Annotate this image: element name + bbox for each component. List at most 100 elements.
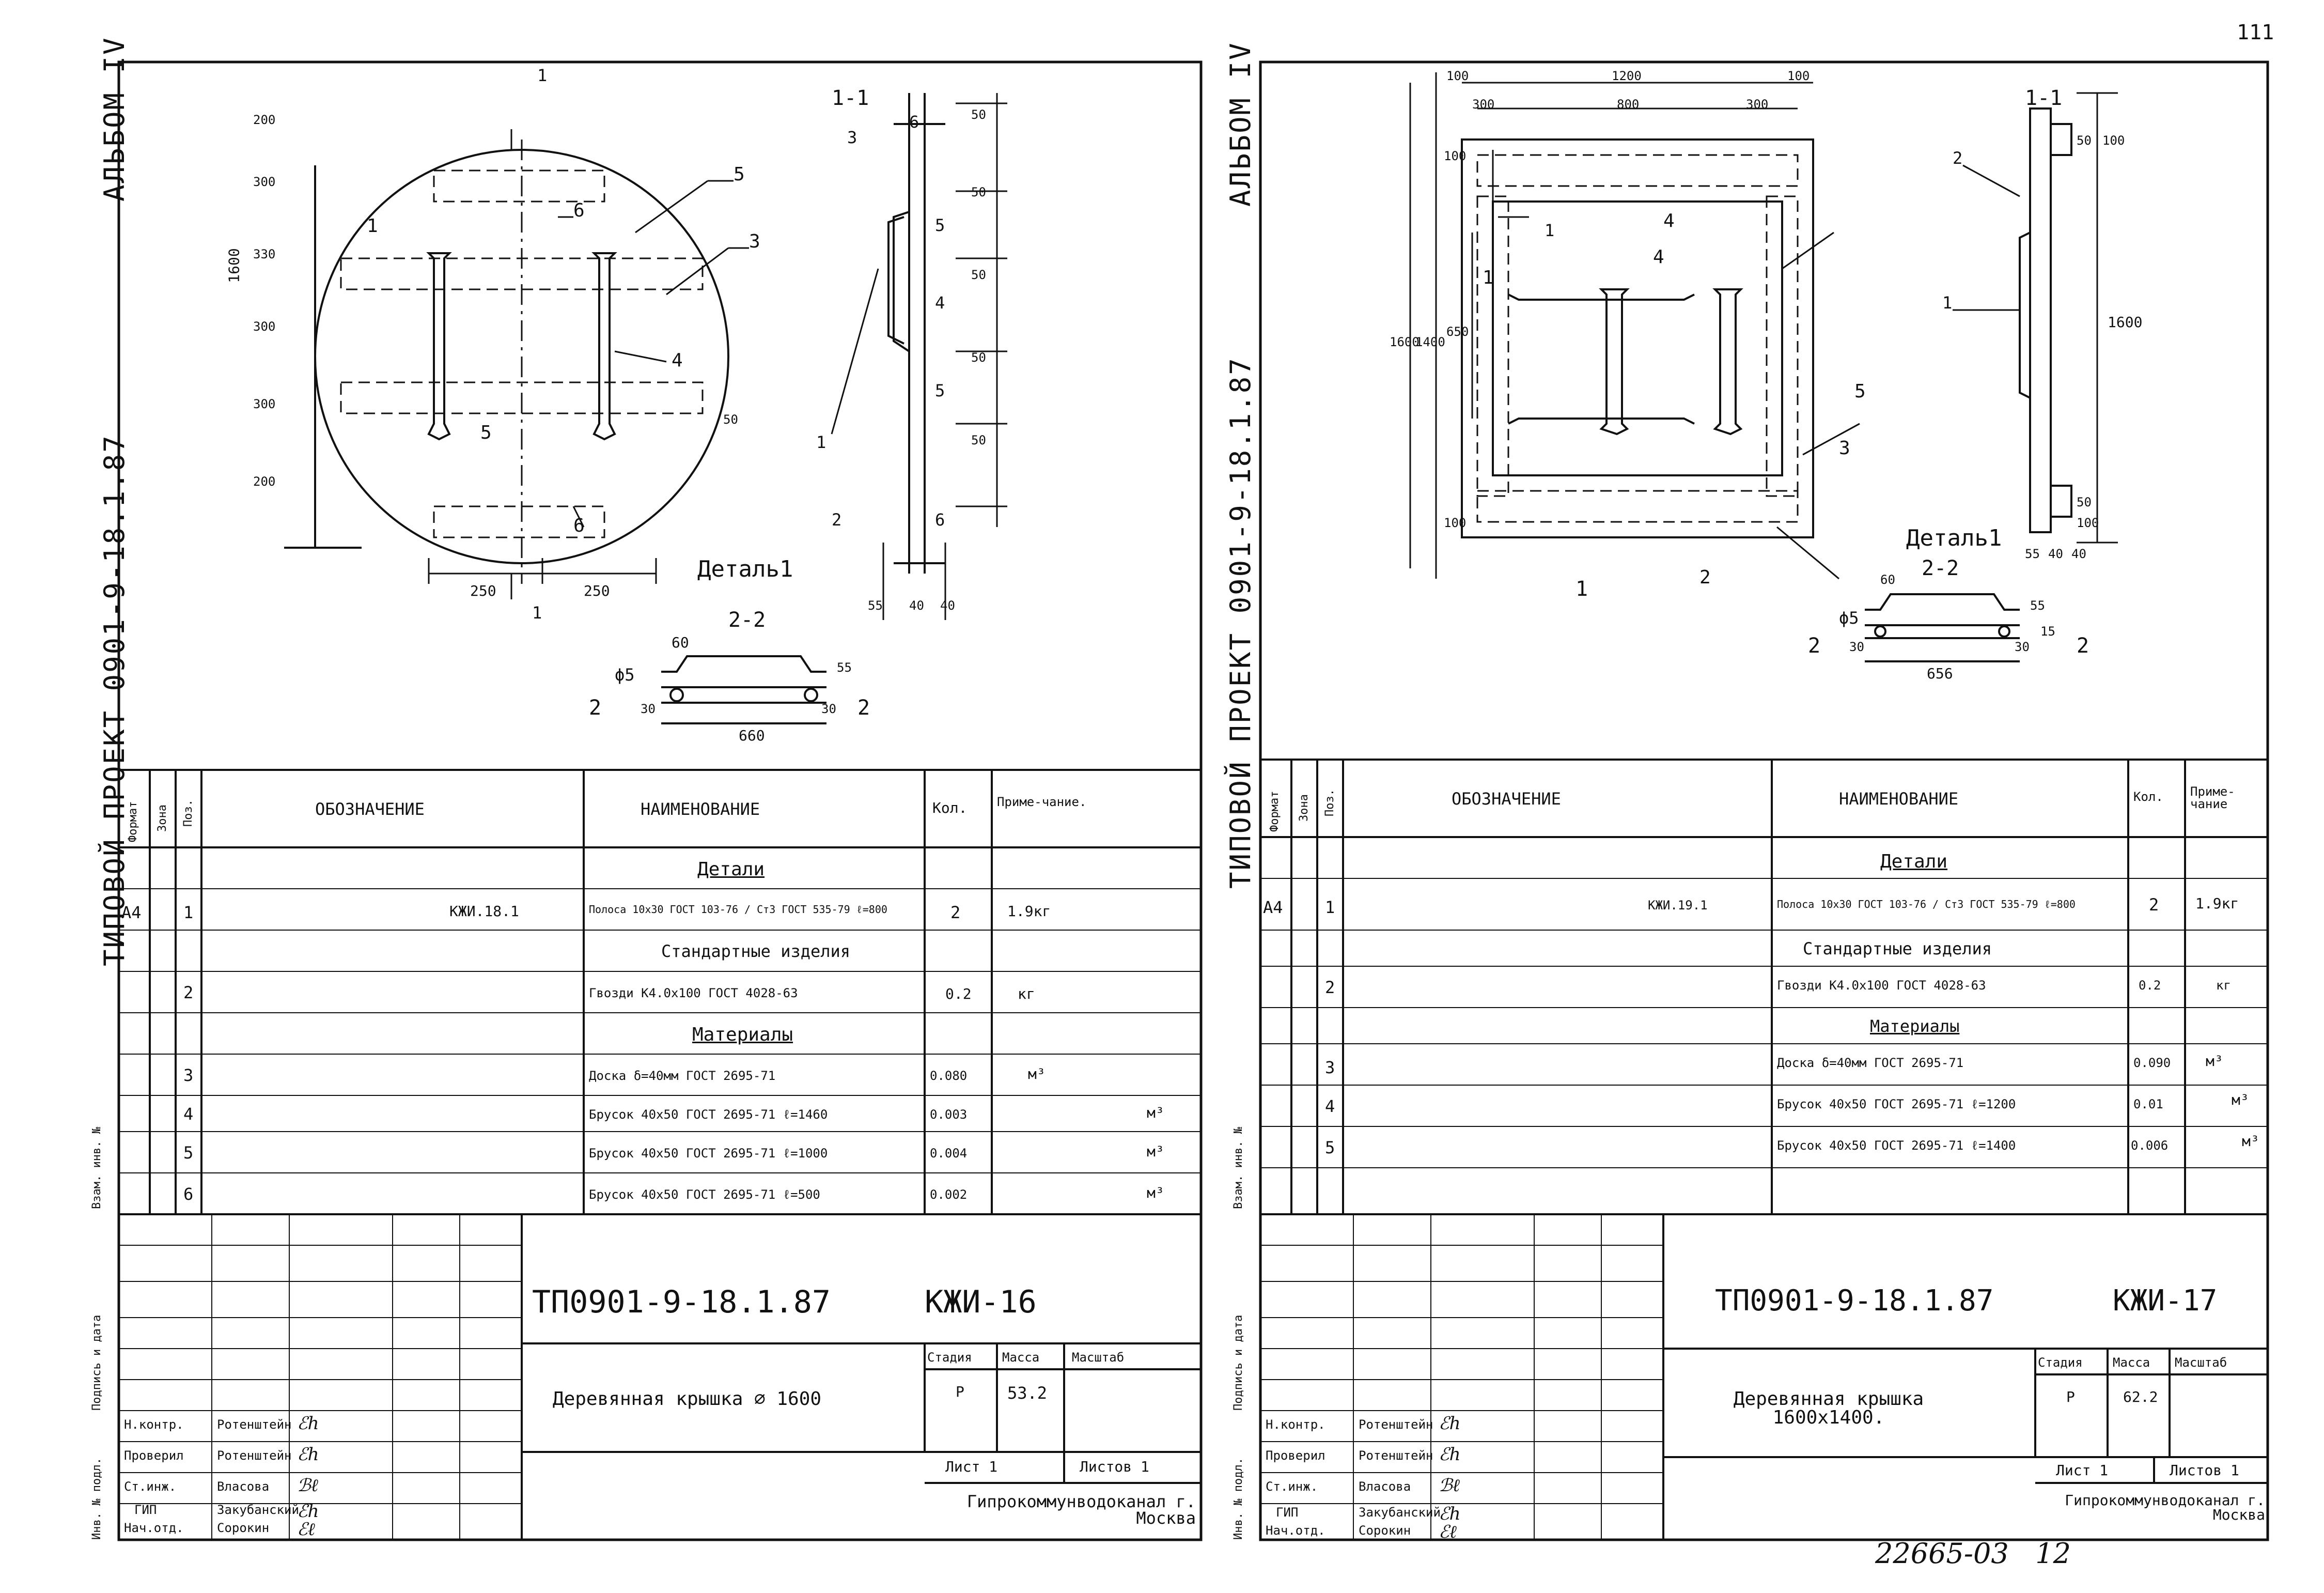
r-row5-note: м³: [2242, 1133, 2259, 1150]
hdr-pos: Поз.: [182, 799, 195, 827]
r-sec-dim-3: 50: [2077, 495, 2092, 509]
row4-note: м³: [1147, 1104, 1164, 1121]
signature-4: ℰℎ: [297, 1501, 319, 1522]
r-signature-1: ℰℎ: [1439, 1413, 1461, 1434]
stage-value: Р: [956, 1383, 964, 1400]
section-mark-top: 1: [537, 66, 548, 85]
detail-dim-55: 55: [837, 660, 852, 675]
r-section-standard: Стандартные изделия: [1803, 939, 1992, 958]
r-side-label-1: Взам. инв. №: [1232, 1127, 1245, 1209]
detail-phi: ϕ5: [615, 665, 635, 685]
r-row4-name: Брусок 40х50 ГОСТ 2695-71 ℓ=1200: [1777, 1097, 2016, 1111]
r-detail-mark-right: 2: [2077, 634, 2089, 658]
sheet-label: Лист 1: [945, 1458, 998, 1475]
r-callout-1: 1: [1483, 267, 1494, 288]
r-hdr-pos: Поз.: [1323, 789, 1336, 816]
r-row3-pos: 3: [1325, 1058, 1335, 1077]
r-row3-qty: 0.090: [2133, 1056, 2171, 1070]
r-role-4: ГИП: [1276, 1505, 1299, 1520]
r-scale-label: Масштаб: [2175, 1355, 2227, 1370]
role-1: Н.контр.: [124, 1417, 184, 1432]
r-row1-pos: 1: [1325, 898, 1335, 917]
r-row1-name: Полоса 10х30 ГОСТ 103-76 / Ст3 ГОСТ 535-…: [1777, 898, 2076, 910]
detail-dim-660: 660: [739, 727, 765, 744]
spec-table-right: Формат Зона Поз. ОБОЗНАЧЕНИЕ НАИМЕНОВАНИ…: [1232, 759, 2268, 1542]
r-dim-top-2: 1200: [1612, 69, 1642, 83]
hdr-name: НАИМЕНОВАНИЕ: [641, 799, 760, 819]
organization: Гипрокоммунводоканал г. Москва: [966, 1492, 1196, 1528]
signature-2: ℰℎ: [297, 1444, 319, 1465]
r-signature-3: ℬℓ: [1439, 1475, 1460, 1496]
row6-pos: 6: [183, 1184, 194, 1204]
drawing-sheet-right: ТИПОВОЙ ПРОЕКТ 0901-9-18.1.87 АЛЬБОМ IV …: [1224, 41, 2324, 1542]
hdr-designation: ОБОЗНАЧЕНИЕ: [315, 799, 425, 819]
r-organization: Гипрокоммунводоканал г. Москва: [2065, 1492, 2265, 1523]
r-signature-4: ℰℎ: [1439, 1504, 1461, 1524]
row1-format: А4: [121, 903, 142, 922]
drawing-title: Деревянная крышка ⌀ 1600: [552, 1388, 822, 1410]
r-row4-pos: 4: [1325, 1096, 1335, 1116]
sec-dim-3: 50: [971, 268, 986, 282]
page-number: 111: [2237, 21, 2274, 44]
dim-bottom-1: 250: [470, 582, 496, 599]
r-side-label-2: Подпись и дата: [1232, 1314, 1245, 1411]
r-row2-qty: 0.2: [2139, 978, 2161, 993]
r-dim-650: 650: [1446, 324, 1469, 339]
row4-pos: 4: [183, 1104, 194, 1124]
r-callout-2: 2: [1699, 567, 1711, 588]
r-detail-dim-55: 55: [2030, 598, 2045, 613]
r-callout-4b: 4: [1653, 246, 1664, 268]
row1-pos: 1: [183, 903, 194, 922]
row5-name: Брусок 40х50 ГОСТ 2695-71 ℓ=1000: [589, 1146, 828, 1161]
r-sec-bottom-1: 55: [2025, 547, 2040, 561]
side-label-2: Подпись и дата: [90, 1314, 103, 1411]
callout-1: 1: [367, 215, 378, 237]
r-detail-section: 2-2: [1922, 556, 1959, 580]
hdr-qty: Кол.: [932, 799, 968, 816]
r-dim-top-3: 100: [1787, 69, 1810, 83]
sheet-frame-left: [117, 60, 1203, 1541]
project-code: ТП0901-9-18.1.87: [532, 1284, 831, 1320]
sec-bottom-1: 55: [868, 598, 883, 613]
footer-code-number: 22665-03: [1875, 1537, 2009, 1570]
role-2: Проверил: [124, 1448, 184, 1463]
section-title: 1-1: [832, 86, 869, 110]
footer-code: 22665-03 12: [1875, 1537, 2071, 1570]
r-row5-qty: 0.006: [2131, 1138, 2169, 1153]
person-5: Сорокин: [217, 1521, 270, 1535]
r-role-1: Н.контр.: [1266, 1417, 1325, 1432]
r-detail-dim-60: 60: [1880, 573, 1895, 587]
r-signature-2: ℰℎ: [1439, 1444, 1461, 1465]
row3-note: м³: [1028, 1065, 1046, 1082]
mass-value: 53.2: [1007, 1383, 1048, 1403]
dim-v3: 330: [253, 247, 276, 261]
sec-callout-1: 1: [816, 432, 826, 452]
r-detail-phi: ϕ5: [1839, 608, 1859, 628]
row3-pos: 3: [183, 1065, 194, 1085]
sec-bottom-3: 40: [940, 598, 955, 613]
dim-v2: 300: [253, 175, 276, 189]
section-standard: Стандартные изделия: [661, 941, 851, 961]
r-row1-designation: КЖИ.19.1: [1648, 898, 1708, 913]
callout-4: 4: [672, 350, 683, 371]
spine-album: АЛЬБОМ IV: [98, 36, 131, 202]
person-2: Ротенштейн: [217, 1448, 292, 1463]
sec-dim-1: 50: [971, 107, 986, 122]
hdr-format: Формат: [127, 801, 139, 842]
row3-qty: 0.080: [930, 1069, 968, 1083]
r-row3-note: м³: [2206, 1053, 2223, 1070]
r-person-2: Ротенштейн: [1359, 1448, 1433, 1463]
r-dim-top2-2: 800: [1617, 97, 1640, 112]
spec-table-left: Формат Зона Поз. ОБОЗНАЧЕНИЕ НАИМЕНОВАНИ…: [90, 769, 1201, 1540]
sheet-frame-right: [1259, 60, 2269, 1541]
r-sec-callout-2: 2: [1953, 148, 1963, 168]
stage-label: Стадия: [927, 1350, 972, 1365]
sec-bottom-2: 40: [909, 598, 924, 613]
sec-callout-6b: 6: [935, 510, 945, 530]
doc-code: КЖИ-16: [925, 1284, 1037, 1320]
r-hdr-name: НАИМЕНОВАНИЕ: [1839, 789, 1959, 809]
drawing-sheet-left: ТИПОВОЙ ПРОЕКТ 0901-9-18.1.87 АЛЬБОМ IV …: [90, 36, 1203, 1541]
dim-overall: 1600: [225, 248, 243, 283]
r-stage-label: Стадия: [2038, 1355, 2083, 1370]
dim-bottom-2: 250: [584, 582, 610, 599]
